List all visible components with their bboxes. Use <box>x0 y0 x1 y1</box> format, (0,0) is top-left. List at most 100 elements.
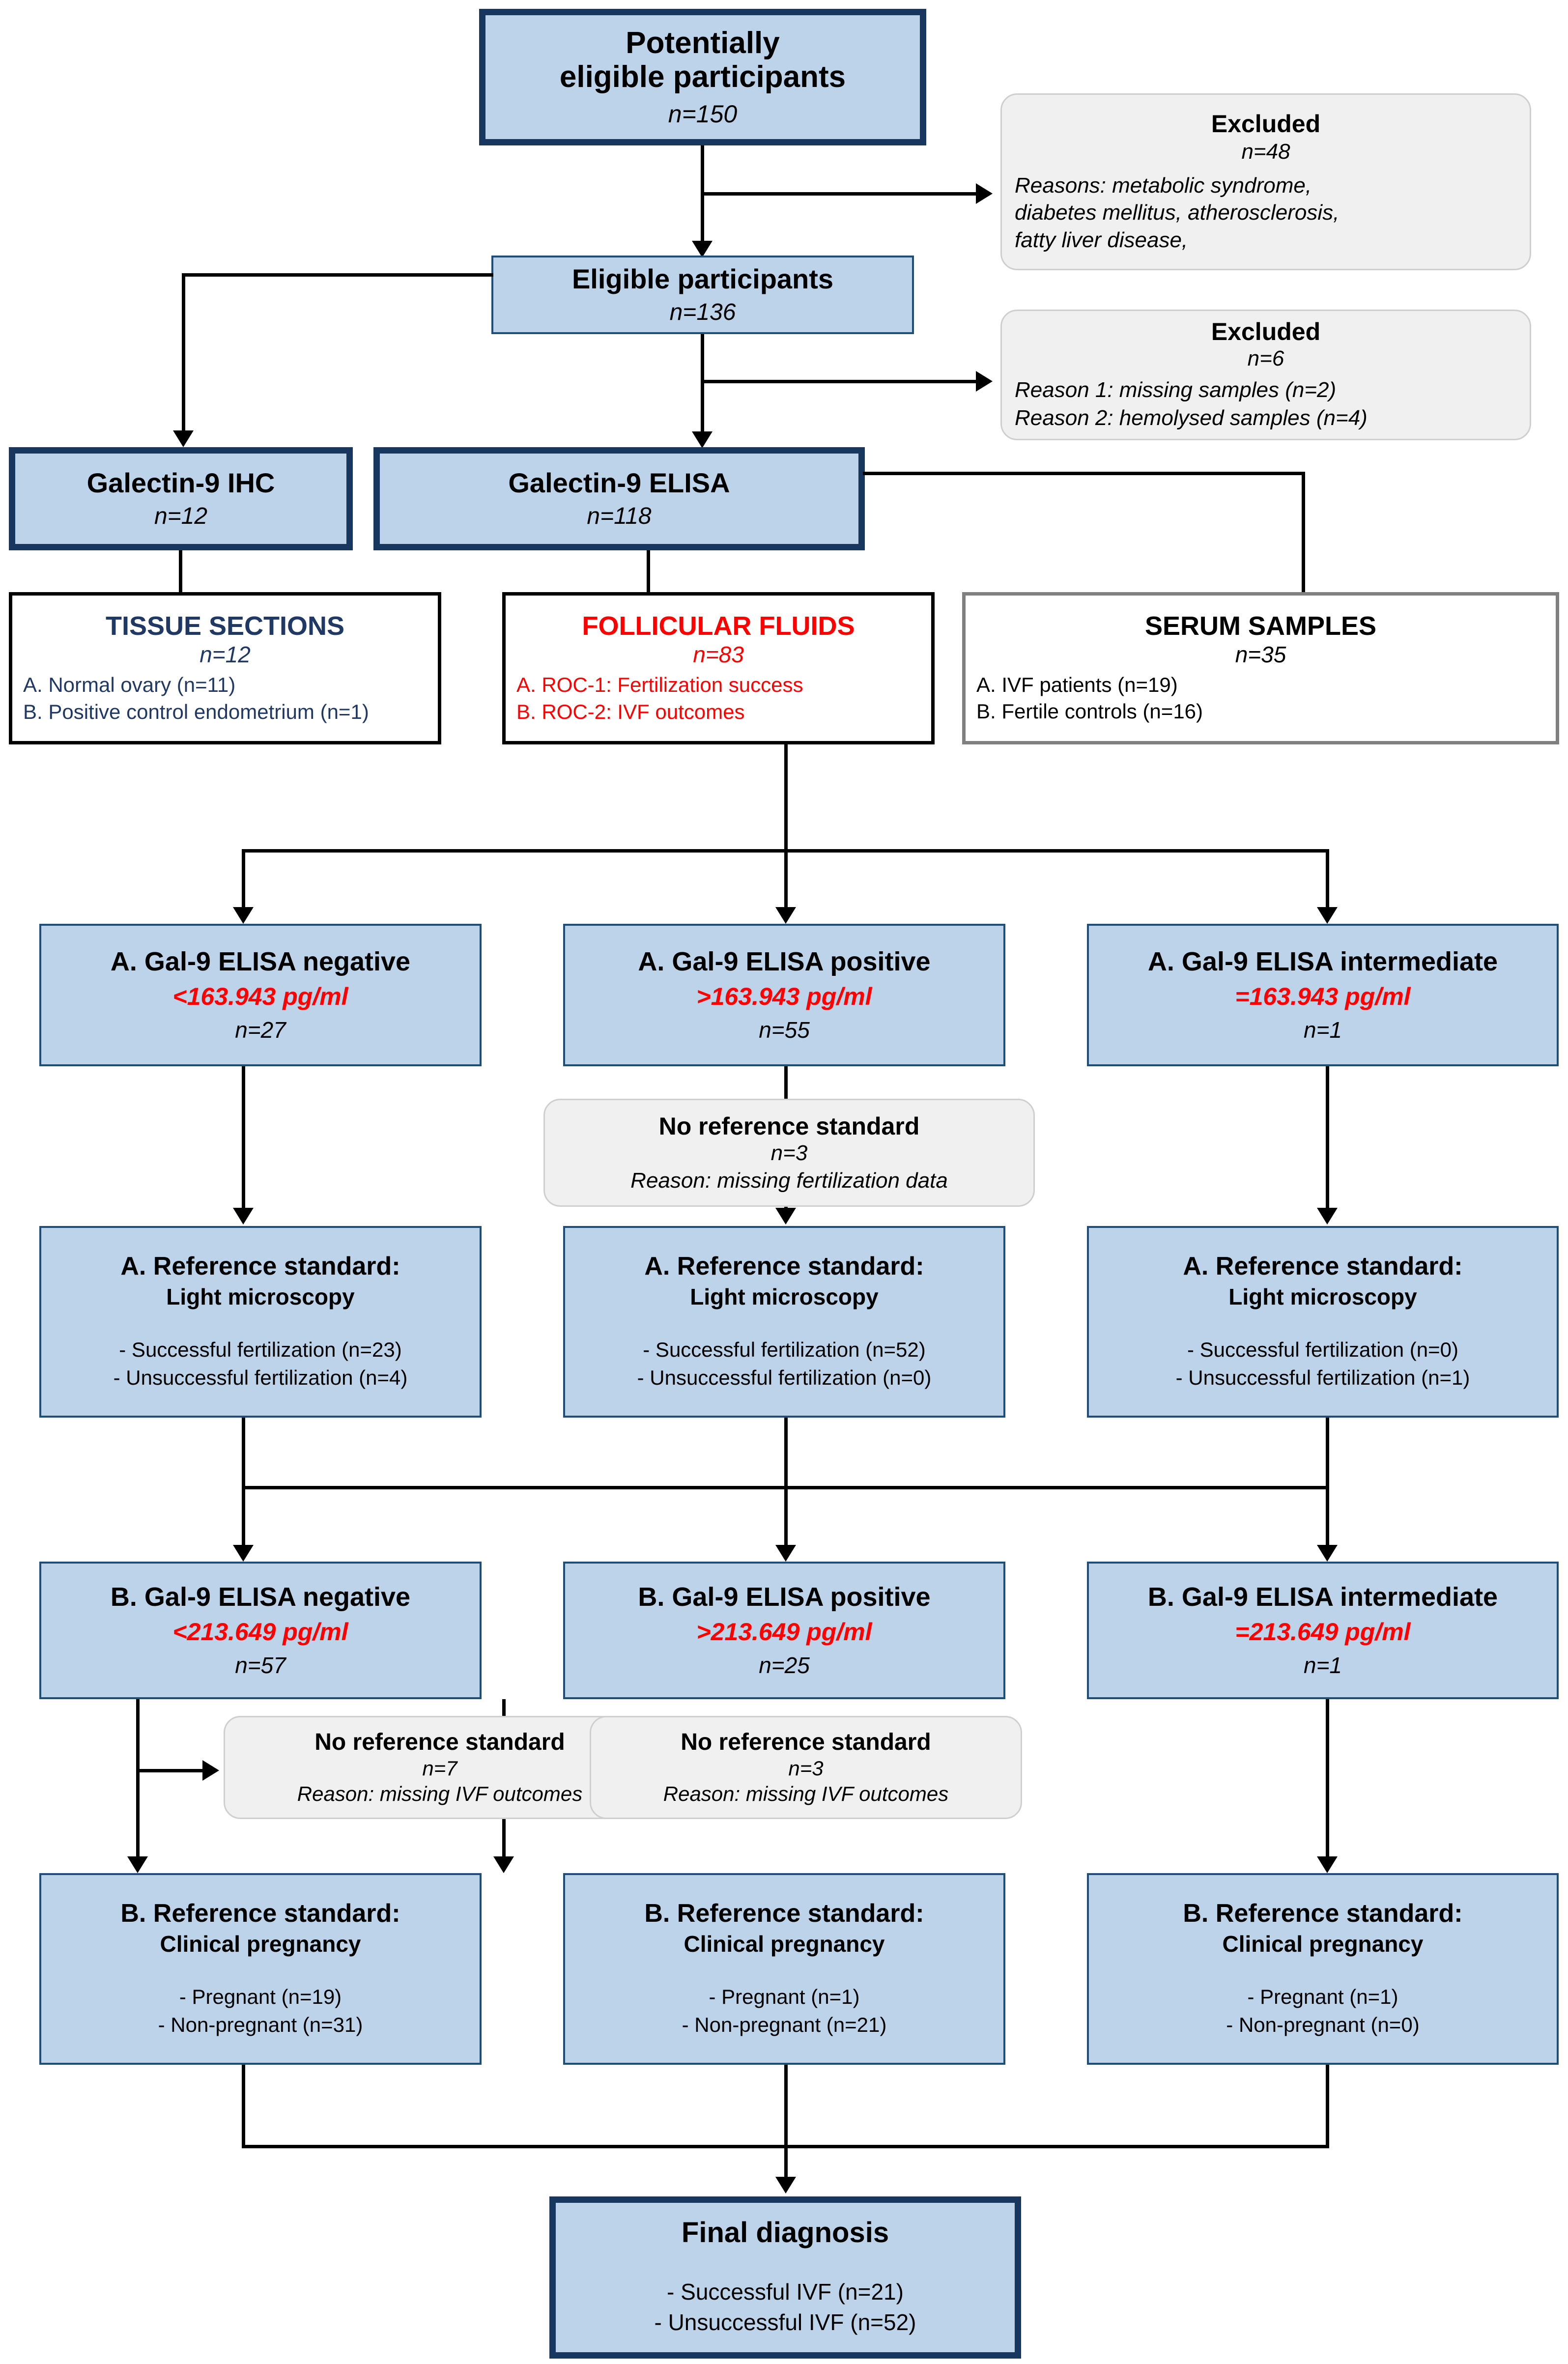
arrow-down-icon <box>775 1208 796 1225</box>
node-title-line2: eligible participants <box>559 60 846 94</box>
node-subtitle: Clinical pregnancy <box>1222 1931 1424 1957</box>
node-count: n=25 <box>759 1652 810 1679</box>
node-item: - Pregnant (n=19) <box>179 1985 342 2008</box>
node-count: n=118 <box>587 503 652 529</box>
arrow-down-icon <box>1317 1208 1338 1225</box>
node-title: Eligible participants <box>571 263 834 295</box>
node-item: - Successful IVF (n=21) <box>667 2279 904 2305</box>
node-a-reference-standard-mid[interactable]: A. Reference standard: Light microscopy … <box>563 1226 1005 1418</box>
node-potentially-eligible[interactable]: Potentially eligible participants n=150 <box>479 9 926 145</box>
node-reason: Reason: missing IVF outcomes <box>297 1782 583 1805</box>
node-count: n=57 <box>235 1652 286 1679</box>
node-item: - Unsuccessful fertilization (n=0) <box>637 1366 932 1390</box>
node-count: n=83 <box>693 642 744 668</box>
node-count: n=35 <box>1235 641 1286 667</box>
node-tissue-sections[interactable]: TISSUE SECTIONS n=12 A. Normal ovary (n=… <box>9 592 441 744</box>
connector-vertical <box>1326 1066 1329 1214</box>
arrow-down-icon <box>692 241 713 257</box>
node-b-gal9-intermediate[interactable]: B. Gal-9 ELISA intermediate =213.649 pg/… <box>1087 1562 1559 1699</box>
node-item: - Unsuccessful IVF (n=52) <box>654 2309 916 2336</box>
node-excluded-2[interactable]: Excluded n=6 Reason 1: missing samples (… <box>1000 310 1531 440</box>
node-count: n=3 <box>788 1756 824 1780</box>
node-count: n=55 <box>759 1017 810 1043</box>
node-b-reference-standard-right[interactable]: B. Reference standard: Clinical pregnanc… <box>1087 1873 1559 2065</box>
node-b-gal9-negative[interactable]: B. Gal-9 ELISA negative <213.649 pg/ml n… <box>39 1562 482 1699</box>
node-serum-samples[interactable]: SERUM SAMPLES n=35 A. IVF patients (n=19… <box>962 592 1559 744</box>
node-galectin9-elisa[interactable]: Galectin-9 ELISA n=118 <box>373 447 865 550</box>
connector-vertical <box>242 1418 245 1489</box>
node-threshold: =163.943 pg/ml <box>1235 983 1411 1011</box>
connector-vertical <box>242 2065 245 2148</box>
connector-vertical <box>784 1418 788 1550</box>
node-title: B. Reference standard: <box>1183 1899 1463 1928</box>
node-title: B. Reference standard: <box>120 1899 400 1928</box>
node-item: B. Positive control endometrium (n=1) <box>23 700 369 723</box>
node-item: - Pregnant (n=1) <box>709 1985 860 2008</box>
arrow-down-icon <box>127 1856 148 1873</box>
arrow-down-icon <box>775 2177 796 2193</box>
connector-vertical <box>1326 2065 1329 2148</box>
node-a-reference-standard-right[interactable]: A. Reference standard: Light microscopy … <box>1087 1226 1559 1418</box>
node-subtitle: Light microscopy <box>690 1284 879 1310</box>
node-b-reference-standard-left[interactable]: B. Reference standard: Clinical pregnanc… <box>39 1873 482 2065</box>
node-a-no-reference-standard[interactable]: No reference standard n=3 Reason: missin… <box>543 1099 1035 1207</box>
node-subtitle: Light microscopy <box>1228 1284 1417 1310</box>
node-follicular-fluids[interactable]: FOLLICULAR FLUIDS n=83 A. ROC-1: Fertili… <box>502 592 935 744</box>
arrow-down-icon <box>233 907 254 924</box>
node-threshold: >163.943 pg/ml <box>696 983 872 1011</box>
node-title: A. Reference standard: <box>120 1252 400 1281</box>
node-b-reference-standard-mid[interactable]: B. Reference standard: Clinical pregnanc… <box>563 1873 1005 2065</box>
node-title: No reference standard <box>314 1729 565 1756</box>
node-title: A. Gal-9 ELISA negative <box>110 946 411 976</box>
connector-vertical <box>136 1699 140 1861</box>
node-title: B. Reference standard: <box>644 1899 924 1928</box>
node-b-no-reference-standard-mid[interactable]: No reference standard n=3 Reason: missin… <box>590 1716 1022 1819</box>
node-count: n=6 <box>1247 346 1284 370</box>
node-a-gal9-positive[interactable]: A. Gal-9 ELISA positive >163.943 pg/ml n… <box>563 924 1005 1066</box>
connector-horizontal <box>182 273 493 277</box>
node-item: - Non-pregnant (n=21) <box>682 2013 887 2037</box>
node-count: n=1 <box>1303 1652 1342 1679</box>
node-title: A. Gal-9 ELISA positive <box>638 946 931 976</box>
node-title: FOLLICULAR FLUIDS <box>582 611 855 641</box>
arrow-down-icon <box>692 431 713 448</box>
connector-vertical <box>1302 472 1305 595</box>
node-b-gal9-positive[interactable]: B. Gal-9 ELISA positive >213.649 pg/ml n… <box>563 1562 1005 1699</box>
node-count: n=7 <box>422 1756 457 1780</box>
node-title: B. Gal-9 ELISA positive <box>638 1582 931 1612</box>
node-reason-line: Reason 2: hemolysed samples (n=4) <box>1015 406 1368 430</box>
node-title: B. Gal-9 ELISA negative <box>110 1582 411 1612</box>
node-subtitle: Clinical pregnancy <box>684 1931 885 1957</box>
node-b-no-reference-standard-left[interactable]: No reference standard n=7 Reason: missin… <box>224 1716 656 1819</box>
connector-vertical <box>647 550 650 595</box>
node-title: TISSUE SECTIONS <box>105 611 345 641</box>
node-reason-line: Reasons: metabolic syndrome, <box>1015 173 1312 198</box>
arrow-down-icon <box>1317 1856 1338 1873</box>
connector-vertical <box>1326 849 1329 912</box>
node-item: A. ROC-1: Fertilization success <box>516 673 803 697</box>
node-a-gal9-negative[interactable]: A. Gal-9 ELISA negative <163.943 pg/ml n… <box>39 924 482 1066</box>
connector-vertical <box>701 334 704 383</box>
node-a-gal9-intermediate[interactable]: A. Gal-9 ELISA intermediate =163.943 pg/… <box>1087 924 1559 1066</box>
node-galectin9-ihc[interactable]: Galectin-9 IHC n=12 <box>9 447 353 550</box>
node-a-reference-standard-left[interactable]: A. Reference standard: Light microscopy … <box>39 1226 482 1418</box>
node-count: n=1 <box>1303 1017 1342 1043</box>
node-count: n=48 <box>1241 139 1290 164</box>
node-reason-line: diabetes mellitus, atherosclerosis, <box>1015 200 1340 225</box>
node-title: Excluded <box>1211 110 1321 138</box>
node-item: - Pregnant (n=1) <box>1247 1985 1398 2008</box>
arrow-down-icon <box>233 1545 254 1562</box>
node-eligible-participants[interactable]: Eligible participants n=136 <box>491 256 914 334</box>
node-final-diagnosis[interactable]: Final diagnosis - Successful IVF (n=21) … <box>549 2196 1021 2359</box>
node-title: No reference standard <box>681 1729 931 1756</box>
connector-vertical <box>784 1066 788 1101</box>
connector-vertical <box>242 1066 245 1214</box>
node-item: B. ROC-2: IVF outcomes <box>516 700 745 723</box>
arrow-right-icon <box>976 183 993 204</box>
node-item: - Successful fertilization (n=23) <box>119 1338 402 1361</box>
node-title: Final diagnosis <box>681 2216 889 2249</box>
connector-vertical <box>179 550 182 595</box>
node-excluded-1[interactable]: Excluded n=48 Reasons: metabolic syndrom… <box>1000 93 1531 270</box>
node-count: n=150 <box>668 100 738 128</box>
connector-horizontal <box>863 472 1305 475</box>
